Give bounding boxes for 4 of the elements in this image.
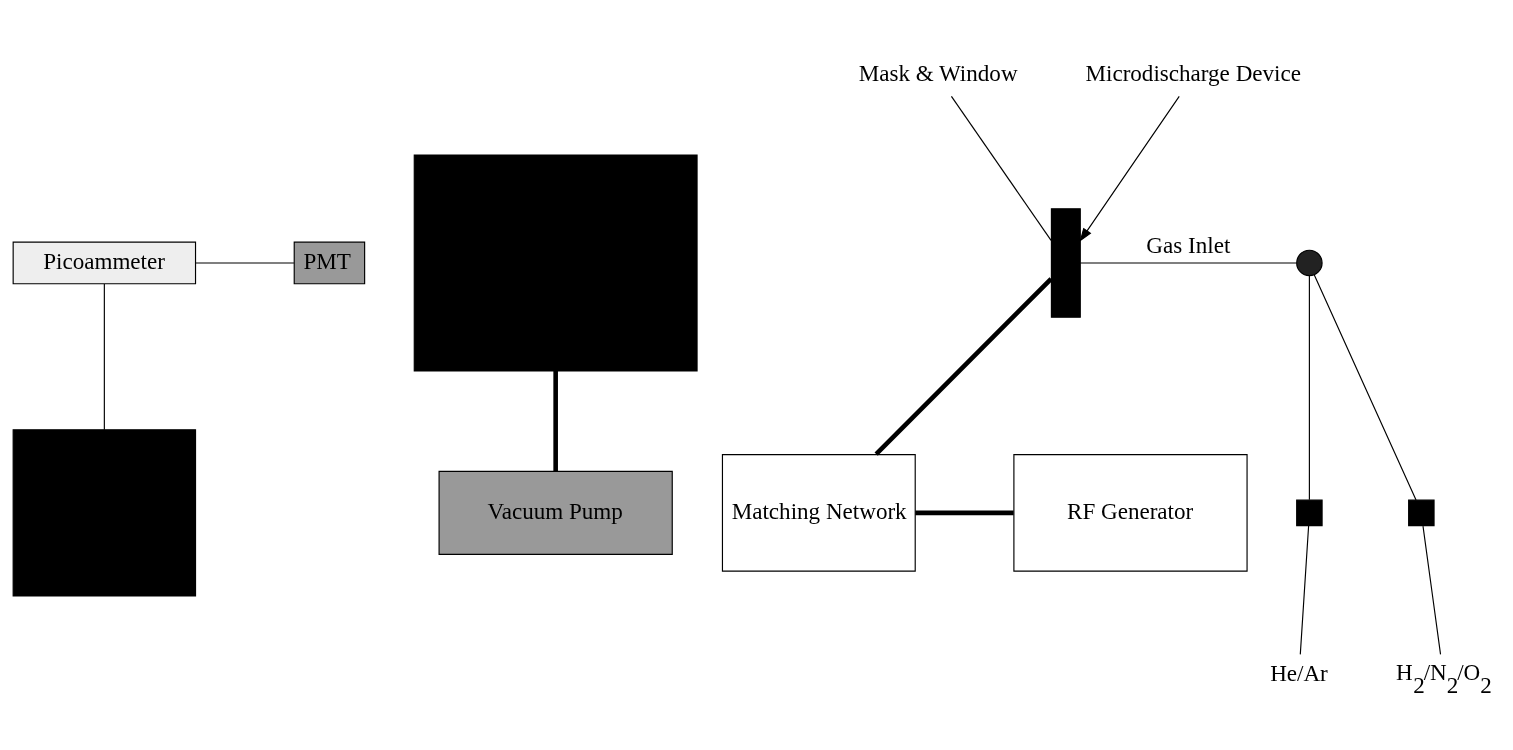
node-text: Mask & Window [858, 59, 1018, 86]
node-text: He/Ar [1270, 659, 1328, 686]
node-text: Microdischarge Device [1085, 59, 1301, 86]
edge-label: Gas Inlet [1146, 231, 1231, 258]
